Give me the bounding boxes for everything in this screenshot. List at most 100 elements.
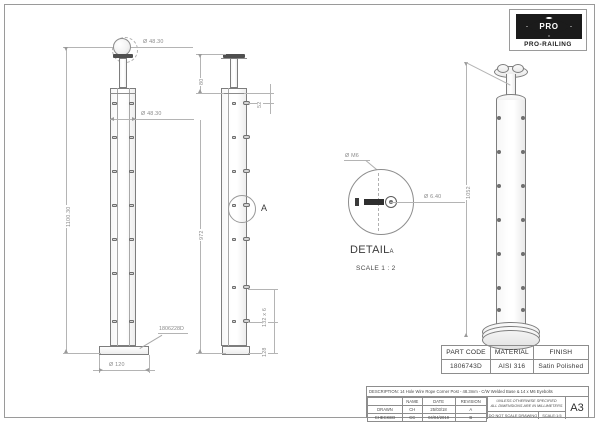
post-tube: [110, 88, 136, 346]
bottom-offset-dim-text: 128: [262, 346, 268, 358]
overall-height-arrow-bottom: [64, 349, 68, 353]
base-dia-dim-line: [93, 370, 155, 371]
iso-height-arrow-bottom: [464, 333, 468, 337]
logo-wordmark: PRO-RAILING: [524, 41, 572, 48]
tube-seam-right: [129, 88, 130, 346]
drawing-scale: SCALE:1:5: [542, 413, 562, 418]
overall-height-ext-bottom: [63, 353, 101, 354]
finish-value: Satin Polished: [532, 359, 590, 374]
side-post-neck: [230, 58, 238, 88]
thread-leader-shelf: [344, 160, 370, 161]
part-code-table: PART CODE MATERIAL FINISH 1806743D AISI …: [441, 345, 590, 374]
iso-saddle-cup-right: [512, 64, 524, 73]
title-block: DESCRIPTION: 14 Hole Wire Rope Corner Po…: [366, 386, 589, 422]
tube-seam-left: [117, 88, 118, 346]
hole-spacing-ext-top: [248, 289, 278, 290]
table-row: CHECKED CC 04/04/2019 B: [367, 413, 488, 422]
drawn-revision: A: [454, 405, 488, 414]
checked-name: CC: [402, 413, 423, 422]
hole-dia-dim-line: [390, 202, 465, 203]
part-code-value: 1806743D: [441, 359, 491, 374]
table-row: DRAWN CH 25/03/18 A: [367, 405, 488, 414]
description-row: DESCRIPTION: 14 Hole Wire Rope Corner Po…: [367, 387, 588, 397]
thread-dim-text: Ø M6: [345, 153, 359, 159]
logo-mark-text: PRO: [539, 22, 559, 31]
tolerance-note-line1: UNLESS OTHERWISE SPECIFIED: [496, 399, 557, 403]
part-code-header-material: MATERIAL: [490, 345, 534, 360]
detail-callout-circle: [228, 195, 256, 223]
tube-dia-arrow-left: [110, 117, 114, 121]
top-height-ext-lower: [196, 93, 224, 94]
tolerance-note-line2: ALL DIMENSIONS ARE IN MILLIMETERS: [490, 403, 563, 408]
base-plate-part-number: 1806228D: [159, 326, 184, 332]
post-collar: [110, 93, 136, 94]
sheet-border: [4, 4, 595, 418]
revision-header-revision: REVISION: [454, 397, 488, 406]
part-code-header-finish: FINISH: [532, 345, 590, 360]
revision-header-name: NAME: [402, 397, 423, 406]
overall-height-ext-top: [63, 47, 113, 48]
description-label: DESCRIPTION:: [369, 389, 399, 394]
base-dia-ext-left: [99, 355, 100, 373]
overall-height-dim-line: [66, 47, 67, 353]
top-height-arrow-down: [198, 89, 202, 93]
drawn-date: 25/03/18: [421, 405, 456, 414]
do-not-scale-note: DO NOT SCALE DRAWING: [488, 412, 539, 419]
ball-dia-dim-line: [131, 47, 193, 48]
side-tube-seam-left: [228, 88, 229, 346]
base-dia-arrow-right: [145, 368, 149, 372]
side-post-collar: [221, 93, 247, 94]
overall-height-arrow-top: [64, 47, 68, 51]
upper-offset-ext-top: [244, 93, 274, 94]
checked-date: 04/04/2019: [421, 413, 456, 422]
post-height-arrow-bottom: [198, 349, 202, 353]
iso-height-dim-text: 1052: [466, 185, 472, 200]
post-height-ext-bottom: [196, 353, 226, 354]
top-height-dim-line: [200, 54, 201, 93]
drawn-name: CH: [402, 405, 423, 414]
detail-view-a: Ø M6: [330, 140, 490, 290]
logo-diamond-icon: PRO: [526, 16, 572, 37]
detail-callout-label: A: [261, 203, 268, 213]
sheet-size-label: A3: [570, 402, 584, 414]
hole-dia-dim-text: Ø 6.40: [424, 194, 442, 200]
drawn-role: DRAWN: [367, 405, 403, 414]
top-height-dim-text: 80: [199, 77, 205, 86]
side-base-plate: [222, 346, 250, 355]
side-elevation-view: A 80 52 972 132 x 6 128: [196, 54, 278, 358]
part-code-data-row: 1806743D AISI 316 Satin Polished: [441, 359, 590, 374]
detail-view-scale: SCALE 1 : 2: [356, 265, 396, 272]
hole-spacing-dim-text: 132 x 6: [262, 306, 268, 328]
base-dia-arrow-left: [99, 368, 103, 372]
isometric-view: 1052: [450, 50, 600, 350]
post-neck: [119, 58, 127, 88]
base-plate: [99, 346, 149, 355]
upper-offset-dim-line: [270, 84, 271, 114]
top-saddle: [113, 54, 133, 58]
iso-post-neck: [506, 74, 516, 98]
detail-nut: [355, 198, 359, 206]
tolerance-note: UNLESS OTHERWISE SPECIFIED ALL DIMENSION…: [488, 397, 565, 412]
side-top-saddle: [223, 54, 245, 58]
hole-spacing-dim-line: [274, 289, 275, 322]
base-dia-dim-text: Ø 120: [108, 362, 126, 368]
ball-dia-dim-text: Ø 48.30: [143, 39, 164, 45]
checked-role: CHECKED: [367, 413, 403, 422]
revision-header-date: DATE: [421, 397, 456, 406]
revision-header-row: NAME DATE REVISION: [367, 397, 488, 406]
detail-title-text: DETAIL: [350, 244, 390, 256]
detail-title-sub: A: [389, 249, 394, 255]
iso-saddle-cup-left: [497, 64, 509, 73]
post-height-dim-text: 972: [199, 229, 205, 241]
notes-block: UNLESS OTHERWISE SPECIFIED ALL DIMENSION…: [487, 397, 566, 419]
top-height-ext-upper: [196, 54, 226, 55]
description-text: 14 Hole Wire Rope Corner Post - 48.3mm -…: [399, 389, 553, 394]
pro-railing-logo: PRO PRO-RAILING: [509, 9, 587, 51]
detail-eyebolt-shank: [364, 199, 384, 205]
iso-height-leader: [465, 62, 511, 86]
material-value: AISI 316: [490, 359, 534, 374]
logo-mark: PRO: [516, 14, 582, 39]
part-code-header-partcode: PART CODE: [441, 345, 491, 360]
tube-dia-arrow-right: [132, 117, 136, 121]
